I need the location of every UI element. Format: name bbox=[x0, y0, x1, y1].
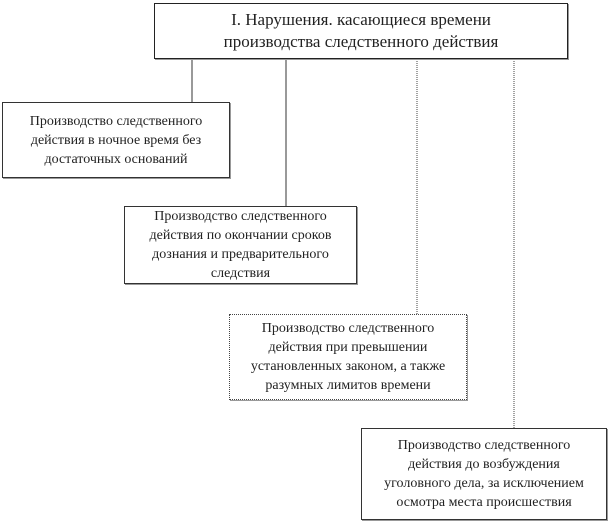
item-text: установленных законом, а также bbox=[250, 359, 446, 374]
item-text: осмотра места происшествия bbox=[396, 495, 572, 510]
item-text: Производство следственного bbox=[397, 438, 571, 453]
item-text: следствия bbox=[210, 266, 271, 281]
item-text: уголовного дела, за исключением bbox=[384, 476, 584, 491]
item-box-night-time: Производство следственного действия в но… bbox=[2, 102, 230, 178]
item-text: разумных лимитов времени bbox=[265, 378, 431, 393]
item-text: действия при превышении bbox=[268, 340, 428, 355]
title-line-2: производства следственного действия bbox=[223, 32, 499, 51]
title-box: I. Нарушения. касающиеся времени произво… bbox=[154, 3, 568, 59]
item-box-before-case: Производство следственного действия до в… bbox=[361, 428, 607, 520]
item-box-after-deadline: Производство следственного действия по о… bbox=[124, 206, 357, 284]
item-text: Производство следственного bbox=[154, 209, 327, 224]
title-line-1: I. Нарушения. касающиеся времени bbox=[231, 10, 491, 29]
item-text: дознания и предварительного bbox=[152, 247, 329, 262]
item-text: достаточных оснований bbox=[44, 151, 188, 167]
item-box-time-limits: Производство следственного действия при … bbox=[229, 314, 467, 400]
item-text: действия до возбуждения bbox=[408, 457, 560, 472]
item-text: Производство следственного bbox=[261, 321, 435, 336]
item-text: действия по окончании сроков bbox=[149, 228, 332, 243]
item-text: Производство следственного bbox=[29, 113, 203, 129]
item-text: действия в ночное время без bbox=[30, 132, 202, 148]
